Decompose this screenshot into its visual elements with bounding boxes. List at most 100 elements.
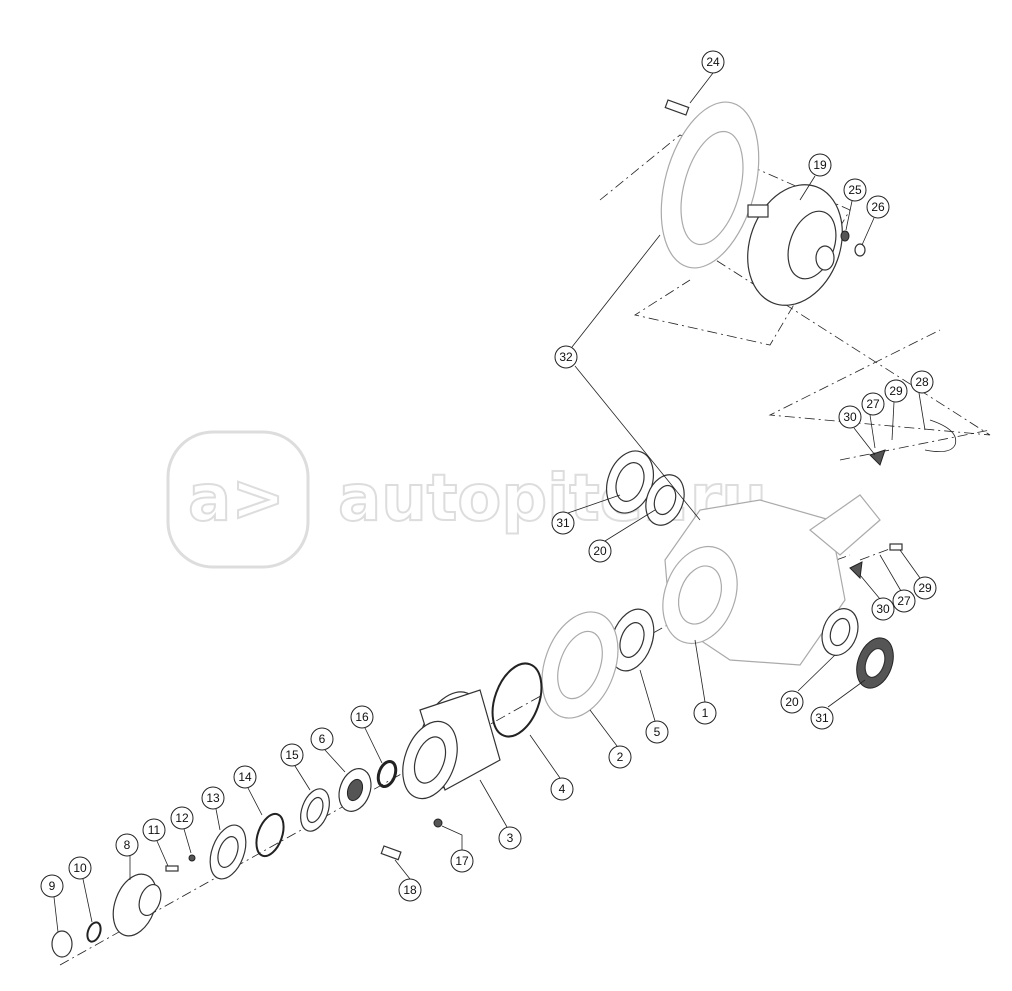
callout-circle: [40, 874, 64, 898]
callout-circle: [913, 576, 937, 600]
callout-circle: [233, 765, 257, 789]
callout-circle: [910, 370, 934, 394]
part-4-o-ring: [491, 662, 543, 738]
callout-circle: [350, 705, 374, 729]
callout-4: 4: [550, 777, 574, 801]
callout-20: 20: [588, 539, 612, 563]
callout-29: 29: [884, 379, 908, 403]
callout-circle: [871, 597, 895, 621]
callout-label: 8: [124, 838, 131, 852]
callout-label: 17: [455, 854, 469, 868]
callout-label: 31: [815, 711, 829, 725]
callout-27: 27: [861, 392, 885, 416]
callout-label: 28: [915, 375, 929, 389]
callout-label: 4: [559, 782, 566, 796]
callout-circle: [588, 539, 612, 563]
part-30-bracket-lower: [849, 561, 863, 580]
callout-9: 9: [40, 874, 64, 898]
part-17-plug: [433, 818, 443, 828]
callout-15: 15: [280, 743, 304, 767]
callout-label: 2: [617, 750, 624, 764]
callout-circle: [843, 178, 867, 202]
callout-label: 27: [897, 594, 911, 608]
callout-label: 19: [813, 158, 827, 172]
assembly-lines: [59, 134, 991, 966]
callout-5: 5: [645, 720, 669, 744]
watermark-logo: [166, 430, 310, 569]
callout-label: 20: [785, 695, 799, 709]
callout-circle: [68, 856, 92, 880]
part-31-seal-lower: [856, 637, 894, 689]
callout-11: 11: [142, 818, 166, 842]
callout-label: 14: [238, 770, 252, 784]
part-14-o-ring: [255, 812, 285, 858]
callout-label: 10: [73, 861, 87, 875]
callout-30: 30: [838, 405, 862, 429]
part-18-bolt: [380, 845, 402, 861]
callout-circle: [892, 589, 916, 613]
callout-circle: [498, 826, 522, 850]
callout-label: 26: [871, 200, 885, 214]
callout-24: 24: [701, 50, 725, 74]
callout-3: 3: [498, 826, 522, 850]
callout-circle: [838, 405, 862, 429]
callout-circle: [554, 345, 578, 369]
part-29-screw-lower: [889, 543, 903, 551]
callout-label: 31: [556, 516, 570, 530]
callout-circle: [201, 786, 225, 810]
part-20-bearing-upper: [645, 474, 685, 526]
part-8-flange: [112, 873, 162, 937]
callout-20: 20: [780, 690, 804, 714]
callout-6: 6: [310, 727, 334, 751]
callout-27: 27: [892, 589, 916, 613]
callout-31: 31: [810, 706, 834, 730]
part-2-gasket: [541, 611, 619, 719]
callout-circle: [550, 777, 574, 801]
callout-circle: [861, 392, 885, 416]
callout-circle: [884, 379, 908, 403]
callout-label: 20: [593, 544, 607, 558]
part-30-bracket-upper: [869, 449, 886, 466]
part-11-bolt: [165, 865, 179, 872]
callout-label: 29: [889, 384, 903, 398]
callout-circle: [398, 878, 422, 902]
callout-label: 12: [175, 811, 189, 825]
callout-circle: [551, 511, 575, 535]
callout-circle: [780, 690, 804, 714]
part-25-washer: [840, 230, 850, 242]
callout-32: 32: [554, 345, 578, 369]
part-3-hub-housing: [402, 689, 501, 800]
part-6-bearing: [338, 768, 372, 812]
callout-10: 10: [68, 856, 92, 880]
part-28-wire: [924, 419, 957, 453]
callouts: 2419252632282927303120292730152420311661…: [40, 50, 937, 902]
callout-circle: [701, 50, 725, 74]
callout-label: 32: [559, 350, 573, 364]
callout-circle: [170, 806, 194, 830]
part-19-differential: [747, 184, 843, 306]
part-26-nut: [854, 243, 866, 257]
callout-circle: [142, 818, 166, 842]
callout-label: 3: [507, 831, 514, 845]
part-12-washer: [188, 854, 196, 862]
callout-circle: [693, 701, 717, 725]
callout-30: 30: [871, 597, 895, 621]
callout-circle: [310, 727, 334, 751]
callout-1: 1: [693, 701, 717, 725]
callout-label: 25: [848, 183, 862, 197]
callout-label: 5: [654, 725, 661, 739]
part-1-housing: [662, 494, 881, 666]
callout-label: 11: [148, 823, 161, 837]
part-9-nut: [51, 930, 73, 958]
callout-label: 30: [876, 602, 890, 616]
callout-circle: [645, 720, 669, 744]
callout-label: 13: [206, 791, 220, 805]
part-13-cover: [209, 824, 247, 880]
callout-17: 17: [450, 849, 474, 873]
callout-16: 16: [350, 705, 374, 729]
callout-label: 30: [843, 410, 857, 424]
part-16-ring: [376, 759, 398, 789]
callout-12: 12: [170, 806, 194, 830]
